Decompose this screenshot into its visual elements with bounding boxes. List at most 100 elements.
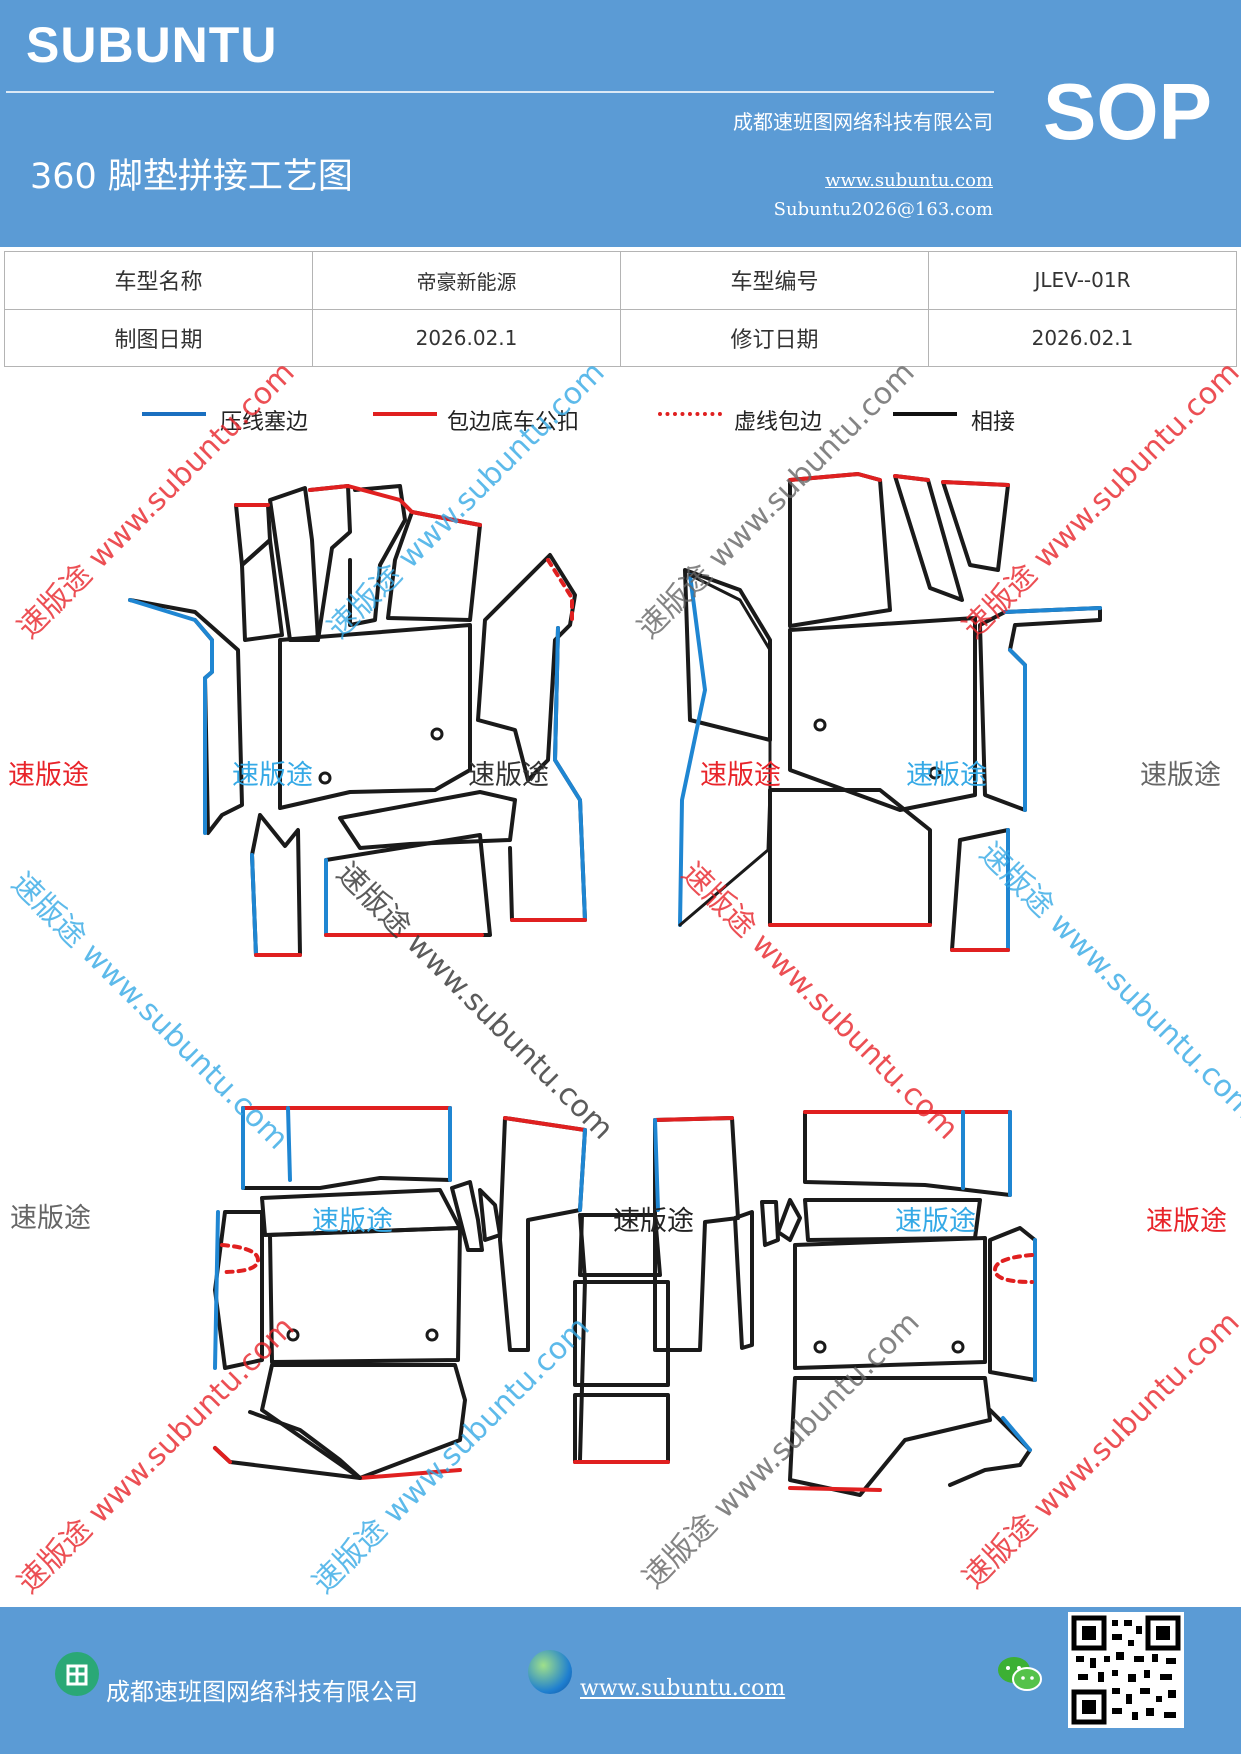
mat-edge-blue (1008, 648, 1027, 812)
website-link[interactable]: www.subuntu.com (825, 170, 993, 191)
mat-piece (213, 1410, 362, 1480)
wechat-icon[interactable] (996, 1652, 1044, 1696)
watermark-text: 速版途 (312, 1206, 393, 1237)
header-divider (6, 91, 994, 93)
fixing-hole (318, 771, 332, 785)
mat-edge-red (358, 1468, 462, 1480)
info-table: 车型名称 帝豪新能源 车型编号 JLEV--01R 制图日期 2026.02.1… (4, 251, 1237, 367)
watermark-text: 速版途 www.subuntu.com (956, 1305, 1241, 1596)
mat-piece (278, 623, 472, 810)
mat-edge-red (788, 472, 882, 482)
legend-label: 虚线包边 (734, 410, 823, 435)
mat-piece (268, 486, 320, 642)
mat-edge-red (410, 510, 482, 527)
mat-piece (578, 1213, 662, 1277)
mat-layout-bottom-left (213, 1106, 587, 1480)
mat-layout-top-left (128, 484, 587, 957)
mat-piece (476, 553, 577, 782)
label-draw-date: 制图日期 (4, 308, 313, 367)
mat-piece (478, 1188, 502, 1242)
watermark-text: 速版途 www.subuntu.com (11, 355, 302, 646)
legend-label: 包边底车公扣 (447, 410, 580, 435)
legend-label: 相接 (971, 410, 1016, 435)
mat-edge-dashed (220, 1243, 260, 1274)
footer-company: 成都速班图网络科技有限公司 (106, 1678, 418, 1706)
watermark-text: 速版途 www.subuntu.com (11, 1310, 302, 1601)
fixing-hole (928, 766, 942, 780)
mat-piece (893, 474, 964, 602)
mat-edge-red (788, 1486, 882, 1492)
watermark-text: 速版途 (1146, 1206, 1227, 1237)
watermark-text: 速版途 (10, 1203, 91, 1234)
table-row: 制图日期 2026.02.1 修订日期 2026.02.1 (4, 308, 1237, 367)
mat-piece (338, 790, 517, 850)
legend-swatch (658, 412, 722, 416)
watermarks: 速版途 www.subuntu.com 速版途 www.subuntu.com … (4, 355, 1241, 1601)
mat-piece (450, 1180, 484, 1252)
mat-edge-red (503, 1116, 587, 1132)
company-name: 成都速班图网络科技有限公司 (733, 110, 993, 134)
watermark-text: 速版途 (613, 1206, 694, 1237)
mat-piece (573, 1280, 670, 1387)
mat-piece (788, 472, 892, 628)
mat-piece (573, 1393, 670, 1464)
brand-logo: SUBUNTU (26, 17, 278, 73)
mat-piece (941, 480, 1010, 572)
mat-edge-blue (213, 1210, 220, 1370)
mat-piece (760, 1200, 780, 1247)
page-title: 360 脚垫拼接工艺图 (30, 157, 353, 197)
mat-edge-blue (578, 1128, 587, 1212)
mat-layout-top-right (678, 472, 1102, 952)
mat-edge-red (308, 484, 414, 514)
mat-piece (988, 1226, 1037, 1382)
mat-piece (733, 1210, 754, 1350)
watermark-text: 速版途 www.subuntu.com (329, 856, 620, 1147)
sop-badge: SOP (1043, 67, 1212, 156)
mat-piece (128, 598, 244, 835)
table-row: 车型名称 帝豪新能源 车型编号 JLEV--01R (4, 251, 1237, 310)
mat-edge-blue (128, 598, 214, 835)
legend-swatch (373, 412, 437, 416)
mat-edge-blue (1003, 606, 1102, 614)
value-model-code: JLEV--01R (928, 251, 1237, 310)
label-model-code: 车型编号 (620, 251, 929, 310)
watermark-text: 速版途 www.subuntu.com (321, 355, 612, 646)
mat-edge-red (213, 1446, 232, 1464)
label-revision-date: 修订日期 (620, 308, 929, 367)
building-icon (55, 1652, 99, 1696)
mat-piece (260, 1363, 467, 1480)
mat-layout-bottom-center (573, 1116, 740, 1464)
mat-edge-blue (241, 1106, 452, 1190)
mat-piece (978, 606, 1102, 812)
footer-website-link[interactable]: www.subuntu.com (580, 1676, 786, 1701)
mat-edge-blue (250, 853, 258, 957)
mat-piece (776, 1198, 802, 1242)
fixing-hole (286, 1328, 300, 1342)
mat-piece (788, 616, 977, 812)
mat-piece (268, 1226, 462, 1364)
mat-edge-blue (1001, 1416, 1032, 1452)
mat-piece (240, 538, 284, 642)
mat-edge-blue (961, 1110, 1012, 1197)
mat-piece (793, 1236, 987, 1370)
mat-edge-red (653, 1116, 734, 1122)
watermark-text: 速版途 www.subuntu.com (631, 355, 922, 646)
watermark-text: 速版途 www.subuntu.com (956, 355, 1241, 646)
watermark-text: 速版途 (906, 760, 987, 791)
mat-outline (678, 573, 772, 927)
watermark-text: 速版途 www.subuntu.com (972, 836, 1241, 1127)
watermark-text: 速版途 (232, 760, 313, 791)
email-address: Subuntu2026@163.com (773, 199, 993, 220)
mat-layout-bottom-right (733, 1110, 1037, 1497)
fixing-hole (951, 1340, 965, 1354)
qr-code[interactable] (1068, 1612, 1184, 1728)
value-model-name: 帝豪新能源 (312, 251, 621, 310)
mat-edge-dashed (993, 1253, 1034, 1284)
header-banner: SUBUNTU 成都速班图网络科技有限公司 360 脚垫拼接工艺图 www.su… (0, 0, 1241, 247)
globe-icon (528, 1650, 572, 1694)
mat-edge-red (893, 474, 930, 482)
legend-swatch (142, 412, 206, 416)
mat-piece (250, 813, 302, 957)
fixing-hole (430, 727, 444, 741)
